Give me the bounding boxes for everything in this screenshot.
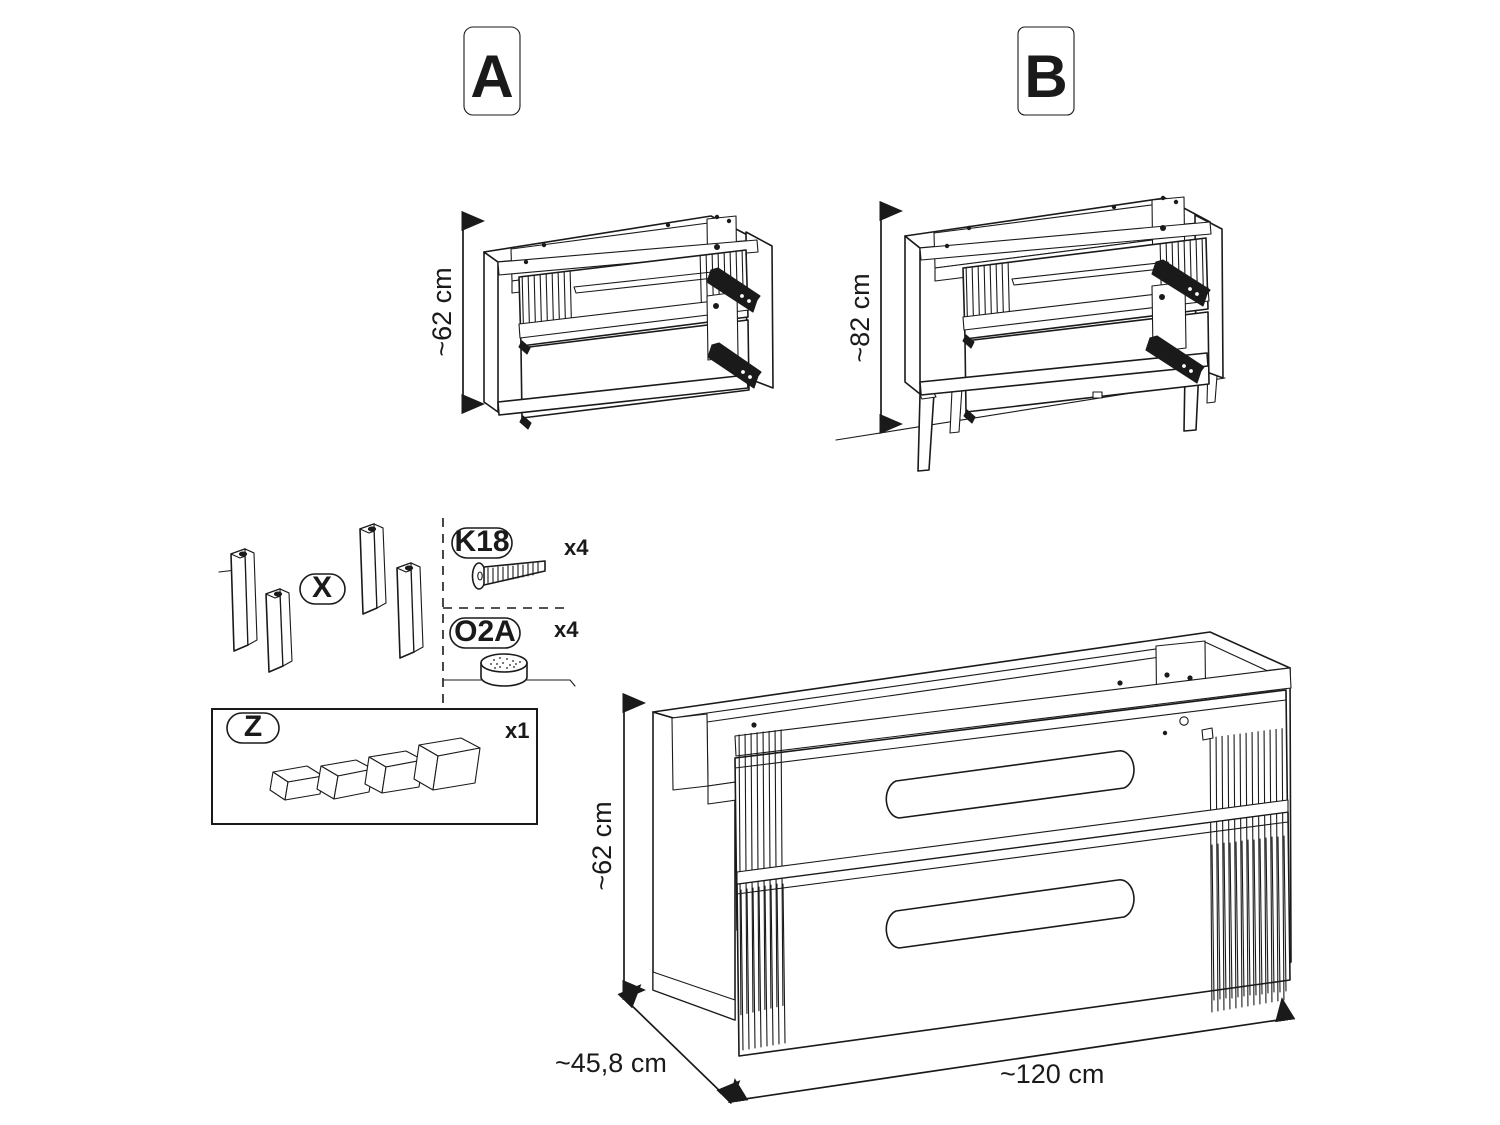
dowel-hole [726, 218, 732, 224]
dowel-hole [966, 225, 972, 231]
variant-a-height-label: ~62 cm [427, 267, 457, 356]
variant-b-label: B [1024, 43, 1067, 110]
dowel-hole [1162, 730, 1168, 736]
variant-a-cabinet [483, 214, 774, 430]
part-z-badge [226, 712, 280, 744]
part-x-badge [299, 573, 346, 605]
part-k18-qty: x4 [564, 535, 589, 560]
felt-texture [490, 657, 521, 669]
part-o2a-code: O2A [454, 615, 516, 648]
part-z-panels [269, 737, 481, 801]
dowel-hole [1164, 672, 1170, 678]
variant-b-height-dimension: ~82 cm [845, 200, 904, 435]
dowel-hole [1117, 680, 1123, 686]
main-depth-label: ~45,8 cm [555, 1048, 667, 1078]
dowel-hole [665, 222, 671, 228]
part-k18: K18 x4 [451, 525, 589, 590]
cam-hole [1159, 294, 1165, 300]
cam-hole [713, 303, 719, 309]
dowel-hole [944, 243, 950, 249]
variant-a-label: A [470, 43, 513, 110]
dowel-hole [1173, 199, 1179, 205]
cam-hole [1160, 225, 1166, 231]
variant-a-label-box [463, 26, 521, 116]
fluted-panel-main-right-lower [1211, 835, 1287, 1001]
main-height-label: ~62 cm [587, 801, 617, 890]
variant-a-group: A ~62 cm [427, 26, 774, 430]
fluted-panel-main-left-lower [740, 883, 786, 1051]
dowel-hole [1187, 675, 1193, 681]
main-depth-dimension: ~45,8 cm [555, 984, 741, 1105]
dowel-hole [751, 722, 757, 728]
part-z-qty: x1 [505, 718, 529, 743]
parts-panel: X K18 x4 [211, 518, 589, 825]
part-z-code: Z [244, 710, 262, 743]
part-k18-badge [451, 527, 513, 559]
variant-a-height-dimension: ~62 cm [427, 210, 486, 415]
leg-bracket [1092, 391, 1103, 399]
variant-b-cabinet [904, 195, 1224, 424]
drawer-gap [736, 799, 1289, 885]
dowel-hole [1160, 195, 1166, 201]
part-z-box: Z x1 [211, 708, 538, 825]
dowel-hole [1111, 204, 1117, 210]
drawer-slides-a [518, 267, 762, 430]
part-o2a: O2A x4 [449, 615, 579, 687]
part-k18-code: K18 [454, 525, 509, 558]
part-o2a-badge [449, 617, 521, 649]
drawer-slides-b [962, 259, 1211, 424]
variant-b-height-label: ~82 cm [845, 273, 875, 362]
variant-b-label-box [1017, 26, 1075, 116]
part-z-frame [211, 708, 538, 825]
main-width-label: ~120 cm [1000, 1059, 1104, 1089]
variant-b-group: B ~82 cm [835, 26, 1226, 472]
main-cabinet [652, 631, 1292, 1057]
drawer-handle-upper[interactable] [885, 750, 1135, 819]
mount-bracket [1201, 727, 1214, 741]
drawer-handle-lower[interactable] [885, 879, 1135, 949]
cam-hole [714, 244, 720, 250]
fluted-panel-main-right [1209, 728, 1285, 1013]
dowel-hole [523, 259, 529, 265]
dowel-hole [541, 242, 547, 248]
main-height-dimension: ~62 cm [587, 692, 647, 1001]
screw-threads [487, 561, 539, 584]
dowel-hole [714, 214, 720, 220]
part-x-legs: X [218, 523, 424, 673]
main-product-view: ~62 cm ~45,8 cm ~120 cm [555, 631, 1296, 1105]
cam-lock [1179, 716, 1189, 726]
main-width-dimension: ~120 cm [728, 997, 1296, 1104]
part-x-code: X [312, 571, 332, 604]
part-o2a-qty: x4 [554, 617, 579, 642]
